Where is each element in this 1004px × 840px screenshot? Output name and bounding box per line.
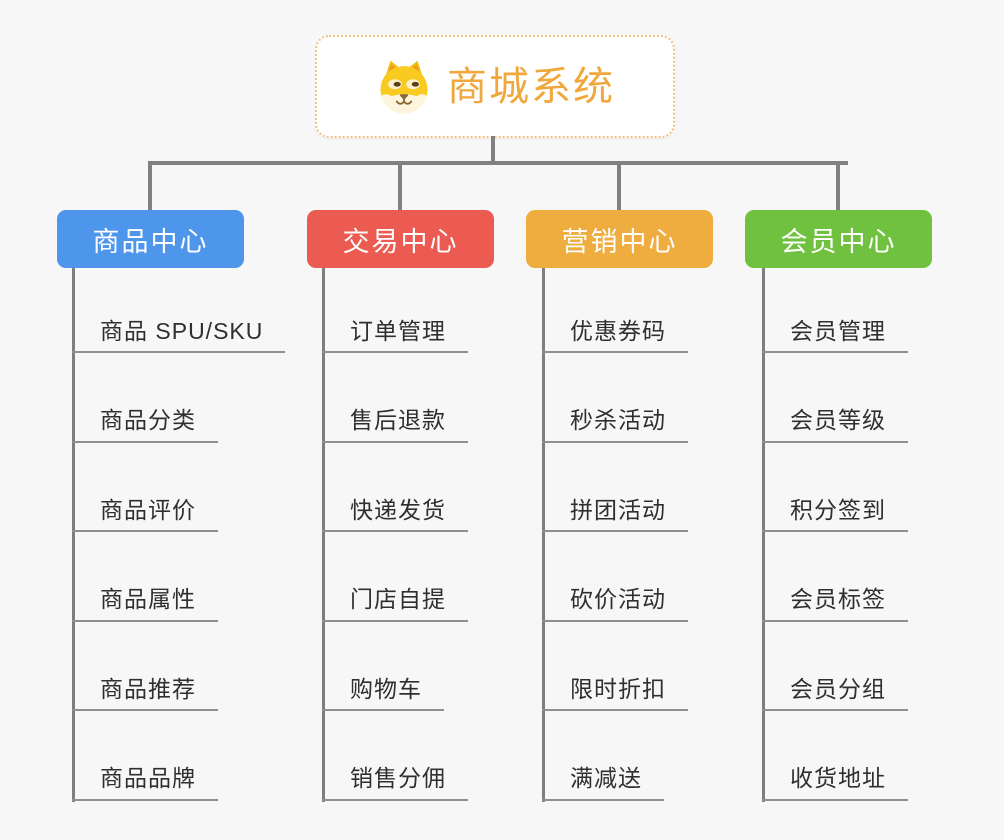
branch-label: 会员中心	[780, 226, 897, 257]
connector-root-drop	[491, 136, 495, 163]
leaf-column-trade: 订单管理 售后退款 快递发货 门店自提 购物车 销售分佣	[322, 268, 468, 801]
leaf-node[interactable]: 优惠券码	[542, 318, 688, 353]
trunk-line-trade	[322, 268, 325, 802]
leaf-node[interactable]: 售后退款	[322, 407, 468, 443]
connector-bus	[148, 161, 848, 165]
connector-drop-member	[836, 163, 840, 210]
leaf-node[interactable]: 会员标签	[762, 586, 908, 622]
branch-label: 商品中心	[92, 226, 209, 257]
leaf-node[interactable]: 销售分佣	[322, 765, 468, 801]
leaf-node[interactable]: 门店自提	[322, 586, 468, 622]
leaf-node[interactable]: 限时折扣	[542, 676, 688, 711]
leaf-node[interactable]: 拼团活动	[542, 497, 688, 532]
leaf-node[interactable]: 收货地址	[762, 765, 908, 801]
leaf-node[interactable]: 会员等级	[762, 407, 908, 443]
leaf-column-product: 商品 SPU/SKU 商品分类 商品评价 商品属性 商品推荐 商品品牌	[72, 268, 286, 801]
leaf-node[interactable]: 积分签到	[762, 497, 908, 532]
trunk-line-member	[762, 268, 765, 802]
leaf-node[interactable]: 商品品牌	[72, 765, 218, 801]
connector-drop-marketing	[617, 163, 621, 210]
leaf-node[interactable]: 会员管理	[762, 318, 908, 353]
branch-label: 营销中心	[561, 226, 678, 257]
branch-node-trade-center[interactable]: 交易中心	[307, 210, 494, 268]
leaf-node[interactable]: 商品分类	[72, 407, 218, 443]
leaf-node[interactable]: 商品属性	[72, 586, 218, 622]
connector-drop-product	[148, 163, 152, 210]
connector-drop-trade	[398, 163, 402, 210]
trunk-line-marketing	[542, 268, 545, 802]
leaf-node[interactable]: 秒杀活动	[542, 407, 688, 443]
leaf-node[interactable]: 购物车	[322, 676, 444, 711]
branch-node-marketing-center[interactable]: 营销中心	[526, 210, 713, 268]
branch-label: 交易中心	[342, 226, 459, 257]
leaf-node[interactable]: 快递发货	[322, 497, 468, 532]
leaf-node[interactable]: 商品推荐	[72, 676, 218, 711]
leaf-column-marketing: 优惠券码 秒杀活动 拼团活动 砍价活动 限时折扣 满减送	[542, 268, 688, 801]
leaf-node[interactable]: 会员分组	[762, 676, 908, 711]
leaf-column-member: 会员管理 会员等级 积分签到 会员标签 会员分组 收货地址	[762, 268, 908, 801]
leaf-node[interactable]: 满减送	[542, 765, 664, 801]
leaf-node[interactable]: 订单管理	[322, 318, 468, 353]
leaf-node[interactable]: 商品评价	[72, 497, 218, 532]
dog-face-icon	[380, 60, 428, 113]
branch-node-member-center[interactable]: 会员中心	[745, 210, 932, 268]
branch-node-product-center[interactable]: 商品中心	[57, 210, 244, 268]
root-node-mall-system[interactable]: 商城系统	[315, 35, 675, 138]
root-node-label: 商城系统	[447, 64, 615, 109]
leaf-node[interactable]: 砍价活动	[542, 586, 688, 622]
trunk-line-product	[72, 268, 75, 802]
leaf-node[interactable]: 商品 SPU/SKU	[72, 318, 286, 353]
